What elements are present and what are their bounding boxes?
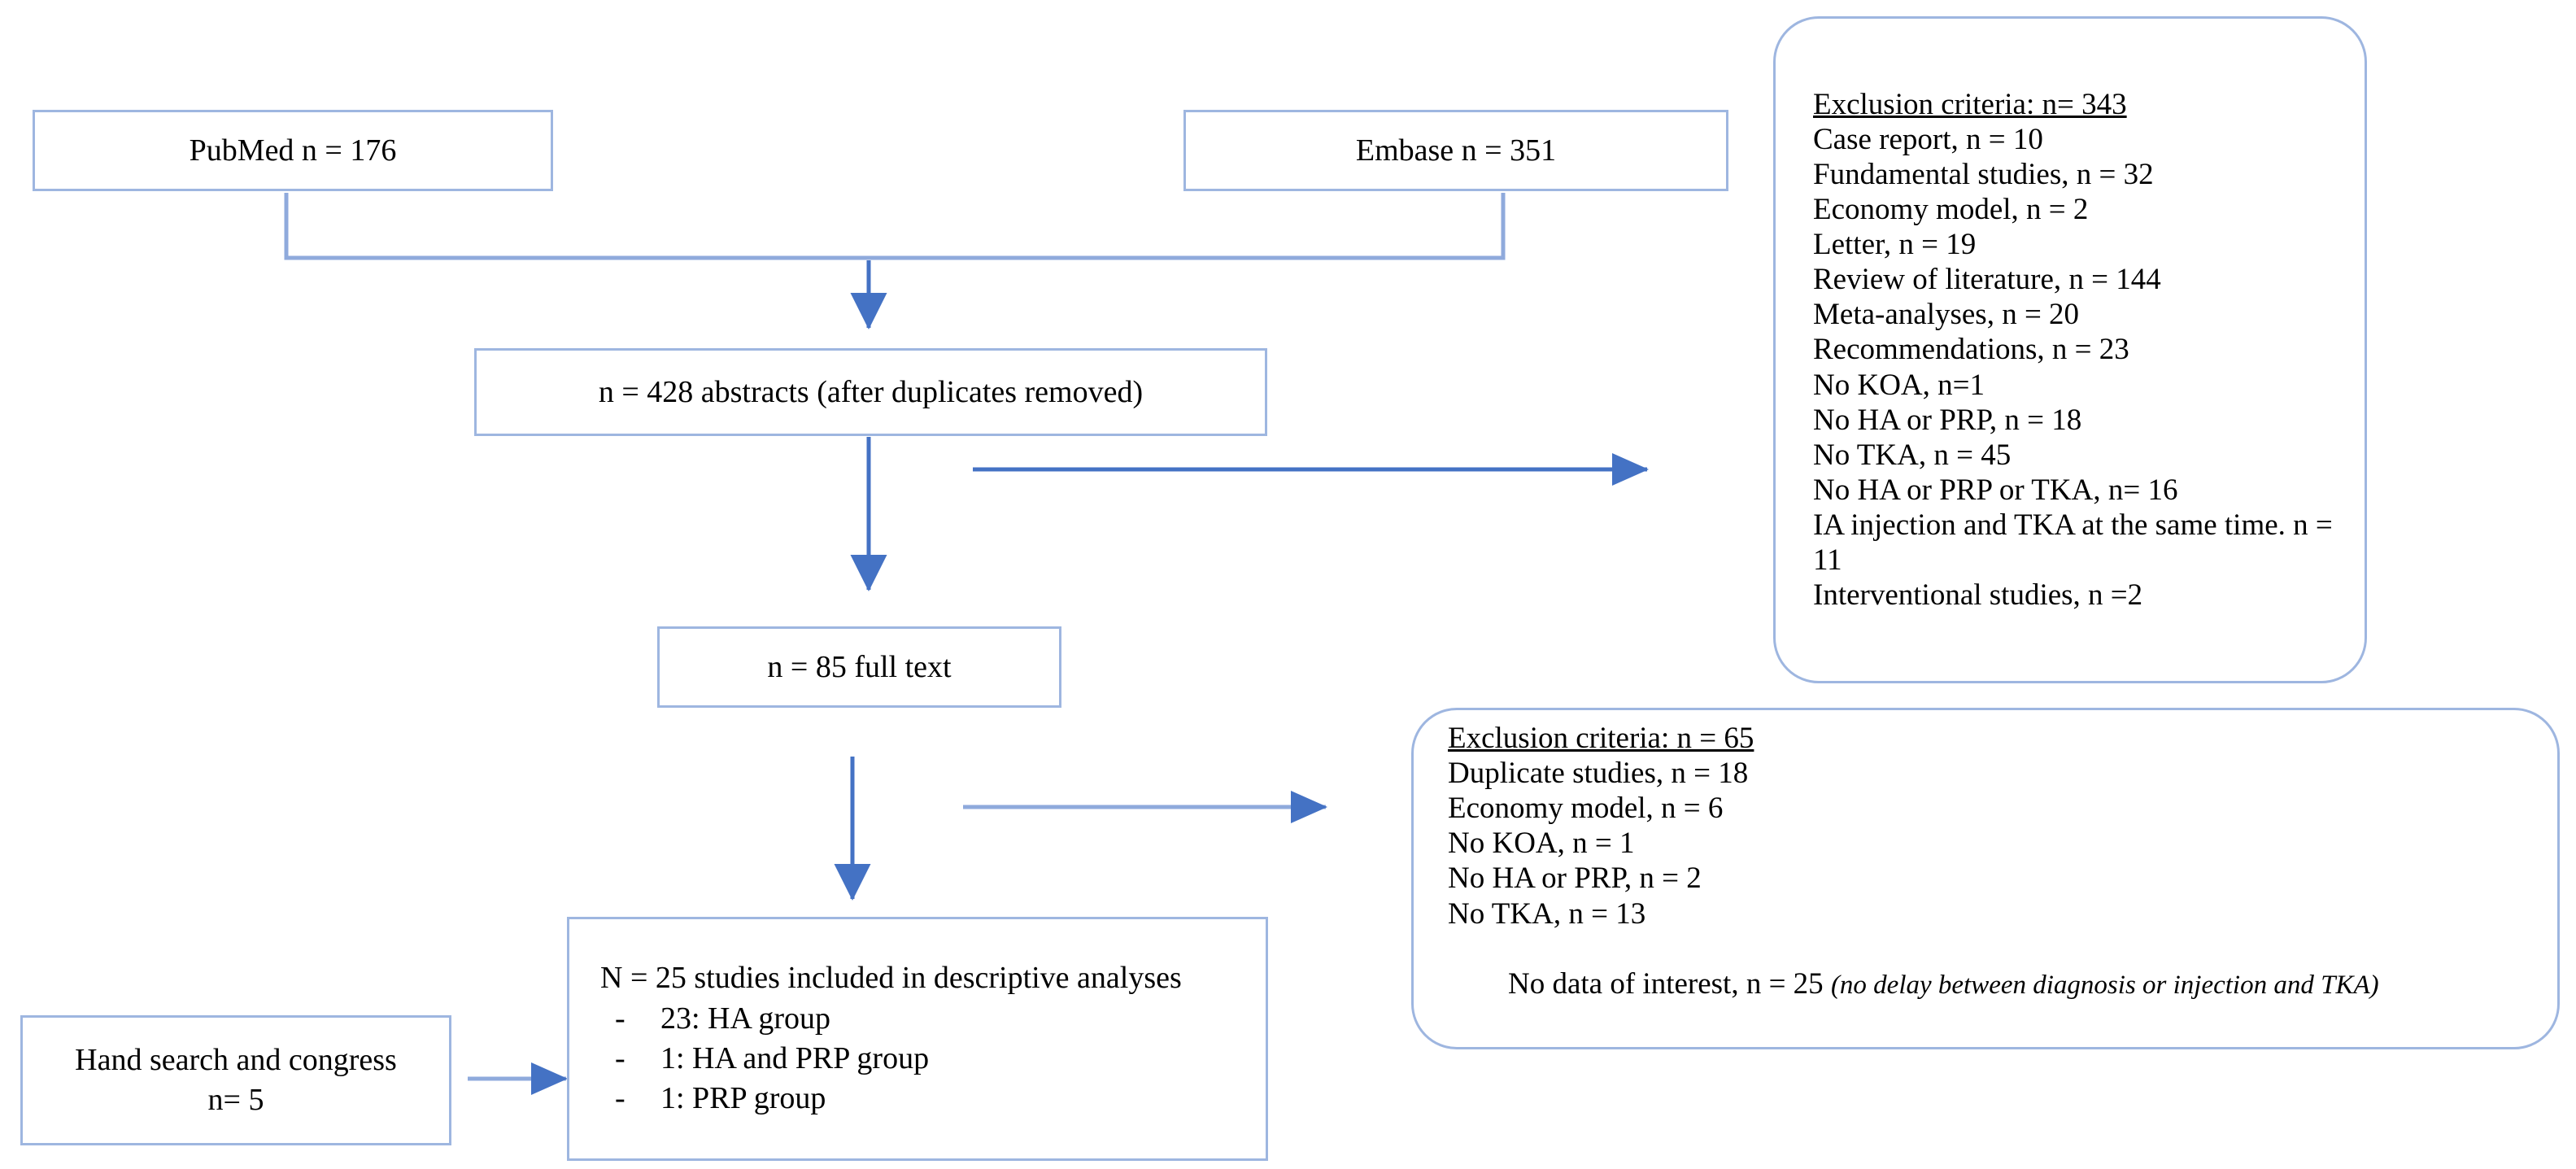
exclusion-1-line-9: No TKA, n = 45: [1813, 438, 2012, 472]
included-studies-item-2-label: 1: PRP group: [660, 1081, 826, 1116]
box-fulltext[interactable]: n = 85 full text: [657, 626, 1061, 708]
exclusion-1-line-10: No HA or PRP or TKA, n= 16: [1813, 473, 2178, 507]
included-studies-item-0: - 23: HA group: [600, 999, 1254, 1039]
exclusion-2-content: Exclusion criteria: n = 65 Duplicate stu…: [1414, 721, 2399, 1036]
exclusion-2-last-note: (no delay between diagnosis or injection…: [1830, 970, 2379, 1000]
included-studies-title: N = 25 studies included in descriptive a…: [600, 961, 1182, 996]
exclusion-2-line-4: No TKA, n = 13: [1448, 896, 1646, 931]
box-pubmed[interactable]: PubMed n = 176: [33, 110, 553, 191]
exclusion-1-line-3: Letter, n = 19: [1813, 228, 1977, 262]
box-included-studies[interactable]: N = 25 studies included in descriptive a…: [567, 917, 1268, 1161]
box-abstracts[interactable]: n = 428 abstracts (after duplicates remo…: [474, 348, 1267, 436]
box-exclusion-criteria-1[interactable]: Exclusion criteria: n= 343 Case report, …: [1773, 16, 2367, 683]
exclusion-1-line-1: Fundamental studies, n = 32: [1813, 157, 2154, 191]
exclusion-1-line-6: Recommendations, n = 23: [1813, 333, 2129, 367]
exclusion-1-content: Exclusion criteria: n= 343 Case report, …: [1776, 87, 2365, 613]
exclusion-1-line-12: Interventional studies, n =2: [1813, 578, 2143, 613]
included-studies-content: N = 25 studies included in descriptive a…: [569, 958, 1266, 1119]
included-studies-item-1: - 1: HA and PRP group: [600, 1039, 1254, 1079]
included-studies-item-2: - 1: PRP group: [600, 1079, 1254, 1119]
exclusion-2-heading: Exclusion criteria: n = 65: [1448, 722, 1754, 756]
exclusion-1-line-8: No HA or PRP, n = 18: [1813, 403, 2082, 437]
box-exclusion-criteria-2[interactable]: Exclusion criteria: n = 65 Duplicate stu…: [1411, 708, 2560, 1049]
box-embase-label: Embase n = 351: [1355, 133, 1557, 168]
exclusion-1-line-11: IA injection and TKA at the same time. n…: [1813, 508, 2341, 578]
exclusion-2-line-last: No data of interest, n = 25 (no delay be…: [1448, 931, 2379, 1036]
exclusion-1-heading: Exclusion criteria: n= 343: [1813, 87, 2127, 121]
box-pubmed-label: PubMed n = 176: [189, 133, 397, 168]
exclusion-1-line-4: Review of literature, n = 144: [1813, 263, 2161, 297]
exclusion-2-line-1: Economy model, n = 6: [1448, 792, 1724, 826]
box-handsearch[interactable]: Hand search and congress n= 5: [20, 1015, 451, 1145]
included-studies-item-1-label: 1: HA and PRP group: [660, 1041, 930, 1075]
exclusion-2-line-0: Duplicate studies, n = 18: [1448, 757, 1749, 791]
exclusion-1-line-0: Case report, n = 10: [1813, 122, 2043, 156]
exclusion-1-line-5: Meta-analyses, n = 20: [1813, 298, 2080, 332]
box-embase[interactable]: Embase n = 351: [1183, 110, 1728, 191]
exclusion-2-line-3: No HA or PRP, n = 2: [1448, 861, 1702, 896]
box-handsearch-label: Hand search and congress n= 5: [75, 1043, 397, 1117]
connector-sources-bracket: [284, 193, 1506, 260]
exclusion-2-last-label: No data of interest, n = 25: [1508, 966, 1831, 1001]
included-studies-item-0-label: 23: HA group: [660, 1001, 830, 1036]
list-dash-0: -: [615, 1001, 625, 1036]
box-fulltext-label: n = 85 full text: [767, 649, 952, 684]
list-dash-1: -: [615, 1041, 625, 1075]
exclusion-2-line-2: No KOA, n = 1: [1448, 827, 1635, 861]
box-abstracts-label: n = 428 abstracts (after duplicates remo…: [598, 374, 1144, 409]
list-dash-2: -: [615, 1081, 625, 1116]
exclusion-1-line-7: No KOA, n=1: [1813, 368, 1985, 402]
exclusion-1-line-2: Economy model, n = 2: [1813, 193, 2089, 227]
